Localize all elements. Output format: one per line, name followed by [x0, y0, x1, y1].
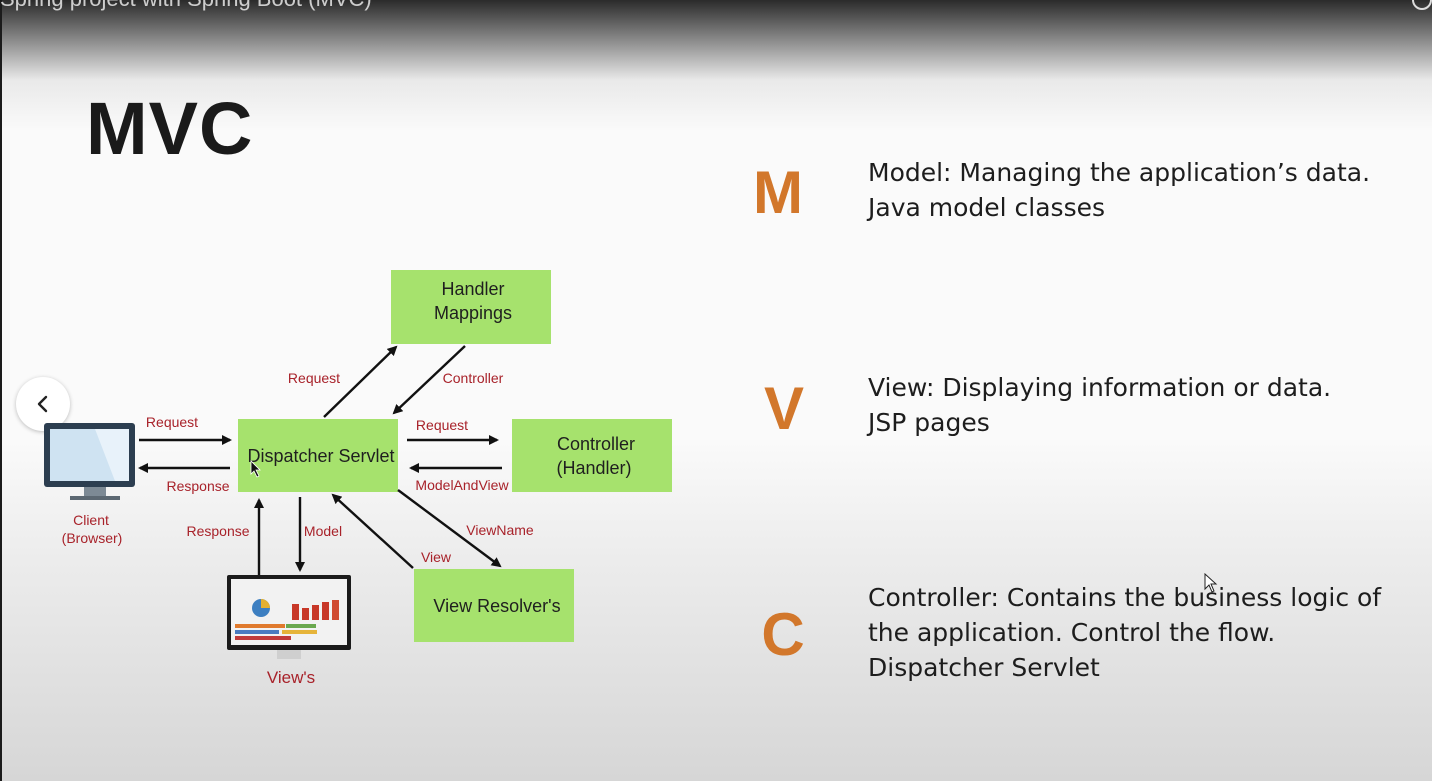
- client-label-line2: (Browser): [62, 530, 123, 546]
- client-label-line1: Client: [73, 512, 109, 528]
- controller-box: [512, 419, 672, 492]
- from-resolver-arrow: [331, 493, 414, 569]
- view-desc-line2: JSP pages: [868, 408, 990, 437]
- view-response-label: Response: [186, 523, 249, 539]
- dispatcher-servlet-label: Dispatcher Servlet: [247, 446, 394, 466]
- controller-desc-line1: Controller: Contains the business logic …: [868, 583, 1382, 612]
- view-resolver-label: View Resolver's: [433, 596, 560, 616]
- view-desc-line1: View: Displaying information or data.: [868, 373, 1332, 402]
- controller-desc-line3: Dispatcher Servlet: [868, 653, 1100, 682]
- from-handler-label: Controller: [443, 370, 504, 386]
- from-handler-arrow: [392, 345, 466, 415]
- client-monitor-icon: [44, 423, 135, 500]
- top-corner-icon[interactable]: [1412, 0, 1432, 10]
- video-title: Spring project with Spring Boot (MVC): [0, 0, 372, 12]
- client-response-label: Response: [166, 478, 229, 494]
- slide-title: MVC: [86, 87, 254, 170]
- views-monitor-icon: [227, 575, 351, 659]
- to-handler-label: Request: [288, 370, 340, 386]
- model-description: Model: Managing the application’s data. …: [868, 155, 1388, 225]
- controller-desc-line2: the application. Control the flow.: [868, 618, 1276, 647]
- from-resolver-label: View: [421, 549, 452, 565]
- views-label: View's: [267, 668, 315, 687]
- mvc-diagram: Client (Browser) Handler Mappings Dispat…: [44, 270, 672, 687]
- controller-description: Controller: Contains the business logic …: [868, 580, 1388, 685]
- model-letter: M: [753, 159, 803, 226]
- dispatcher-servlet-box: [238, 419, 398, 492]
- to-view-model-label: Model: [304, 523, 342, 539]
- previous-slide-button[interactable]: [16, 377, 70, 431]
- mouse-cursor-icon: [1204, 573, 1218, 593]
- handler-mappings-box: [391, 270, 551, 344]
- view-letter: V: [763, 375, 805, 442]
- controller-line1: Controller: [557, 434, 635, 454]
- view-resolver-box: [414, 569, 574, 642]
- controller-letter: C: [761, 601, 805, 668]
- mouse-pointer-icon: [250, 460, 261, 478]
- to-resolver-label: ViewName: [466, 522, 534, 538]
- frame-edge: [0, 0, 2, 781]
- chevron-left-icon: [37, 395, 48, 413]
- to-controller-label: Request: [416, 417, 468, 433]
- handler-mappings-line1: Handler: [441, 279, 504, 299]
- to-resolver-arrow: [397, 489, 502, 568]
- model-desc-line2: Java model classes: [868, 193, 1106, 222]
- view-description: View: Displaying information or data. JS…: [868, 370, 1388, 440]
- handler-mappings-line2: Mappings: [434, 303, 512, 323]
- from-controller-label: ModelAndView: [415, 477, 509, 493]
- client-request-label: Request: [146, 414, 198, 430]
- controller-line2: (Handler): [556, 458, 631, 478]
- model-desc-line1: Model: Managing the application’s data.: [868, 158, 1371, 187]
- to-handler-arrow: [323, 345, 398, 418]
